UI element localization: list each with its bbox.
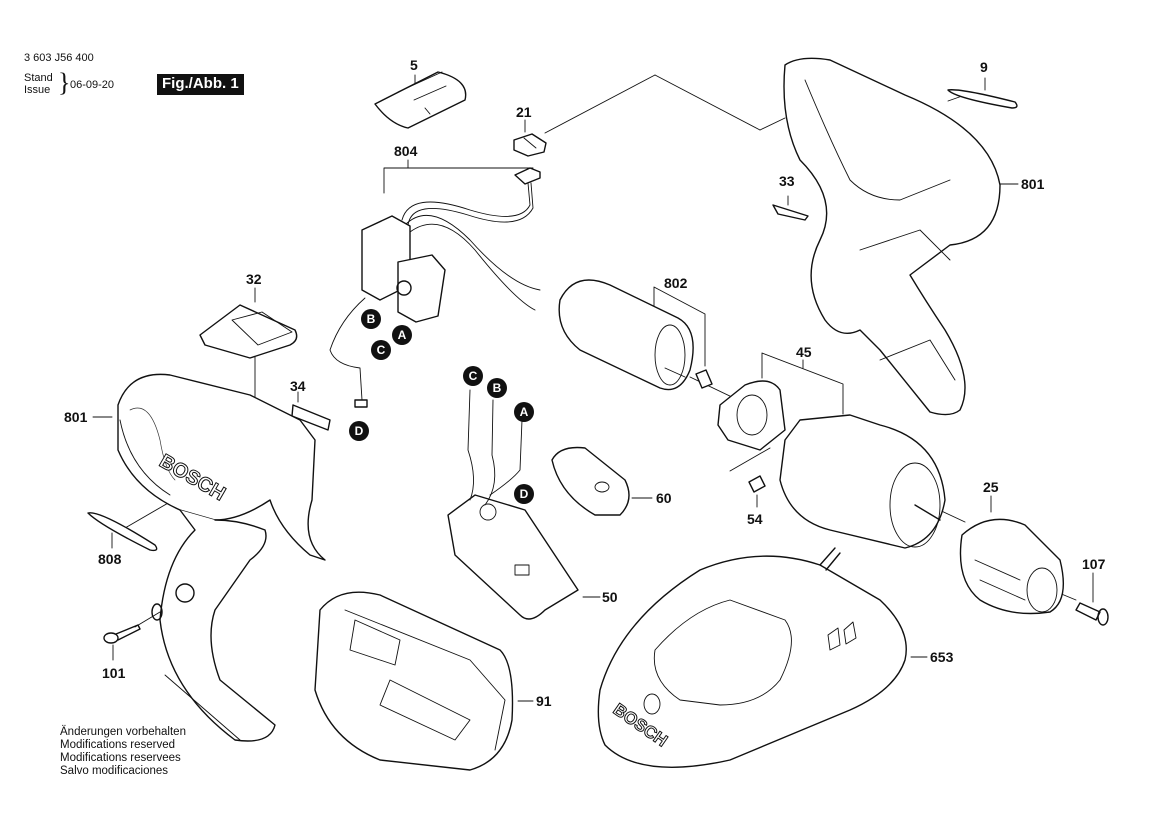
part-label-801-right: 801 <box>1021 176 1045 192</box>
figure-label: Fig./Abb. 1 <box>157 74 244 95</box>
stand-label: Stand <box>24 72 53 84</box>
part-label-32: 32 <box>246 271 262 287</box>
part-32-shape <box>199 304 298 359</box>
part-25-shape <box>959 518 1064 615</box>
part-label-801-left: 801 <box>64 409 88 425</box>
wire-marker-d-switch: D <box>349 421 369 441</box>
part-91-shape <box>314 591 514 771</box>
wire-marker-d-board: D <box>514 484 534 504</box>
wire-marker-b-board: B <box>487 378 507 398</box>
part-50-shape <box>447 389 579 620</box>
part-label-9: 9 <box>980 59 988 75</box>
part-label-653: 653 <box>930 649 954 665</box>
notice-line-en: Modifications reserved <box>60 739 176 751</box>
part-802-shape <box>558 279 713 391</box>
part-34-shape <box>291 404 331 431</box>
part-label-21: 21 <box>516 104 532 120</box>
part-label-101: 101 <box>102 665 126 681</box>
brace-glyph: } <box>58 68 71 97</box>
notice-line-de: Änderungen vorbehalten <box>60 726 186 738</box>
stand-issue-label: Stand Issue <box>24 72 53 96</box>
part-21-shape <box>513 133 547 157</box>
part-label-5: 5 <box>410 57 418 73</box>
part-label-50: 50 <box>602 589 618 605</box>
part-107-shape <box>1075 602 1109 626</box>
part-label-33: 33 <box>779 173 795 189</box>
part-label-25: 25 <box>983 479 999 495</box>
part-808-shape <box>87 512 158 552</box>
notice-line-es: Salvo modificaciones <box>60 765 169 777</box>
wire-marker-c-switch: C <box>371 340 391 360</box>
part-label-54: 54 <box>747 511 763 527</box>
part-label-802: 802 <box>664 275 688 291</box>
part-60-shape <box>551 446 630 516</box>
part-label-804: 804 <box>394 143 418 159</box>
issue-label: Issue <box>24 84 51 96</box>
part-101-shape <box>103 624 141 644</box>
part-33-shape <box>772 204 809 221</box>
part-801-right-shape <box>783 57 1001 416</box>
part-label-34: 34 <box>290 378 306 394</box>
part-label-60: 60 <box>656 490 672 506</box>
part-label-45: 45 <box>796 344 812 360</box>
part-801-left-shape <box>117 373 326 742</box>
part-653-shape <box>597 547 907 768</box>
wire-marker-a-board: A <box>514 402 534 422</box>
modification-notice: Änderungen vorbehalten Modifications res… <box>60 726 186 778</box>
part-804-shape <box>329 167 541 408</box>
part-label-107: 107 <box>1082 556 1106 572</box>
issue-date: 06-09-20 <box>70 79 115 91</box>
notice-line-fr: Modifications reservees <box>60 752 181 764</box>
part-5-shape <box>374 71 467 129</box>
document-number: 3 603 J56 400 <box>24 52 94 64</box>
wire-marker-a-switch: A <box>392 325 412 345</box>
part-label-808: 808 <box>98 551 122 567</box>
wire-marker-b-switch: B <box>361 309 381 329</box>
wire-marker-c-board: C <box>463 366 483 386</box>
part-9-shape <box>947 89 1018 109</box>
part-45-shape <box>717 380 946 549</box>
part-label-91: 91 <box>536 693 552 709</box>
